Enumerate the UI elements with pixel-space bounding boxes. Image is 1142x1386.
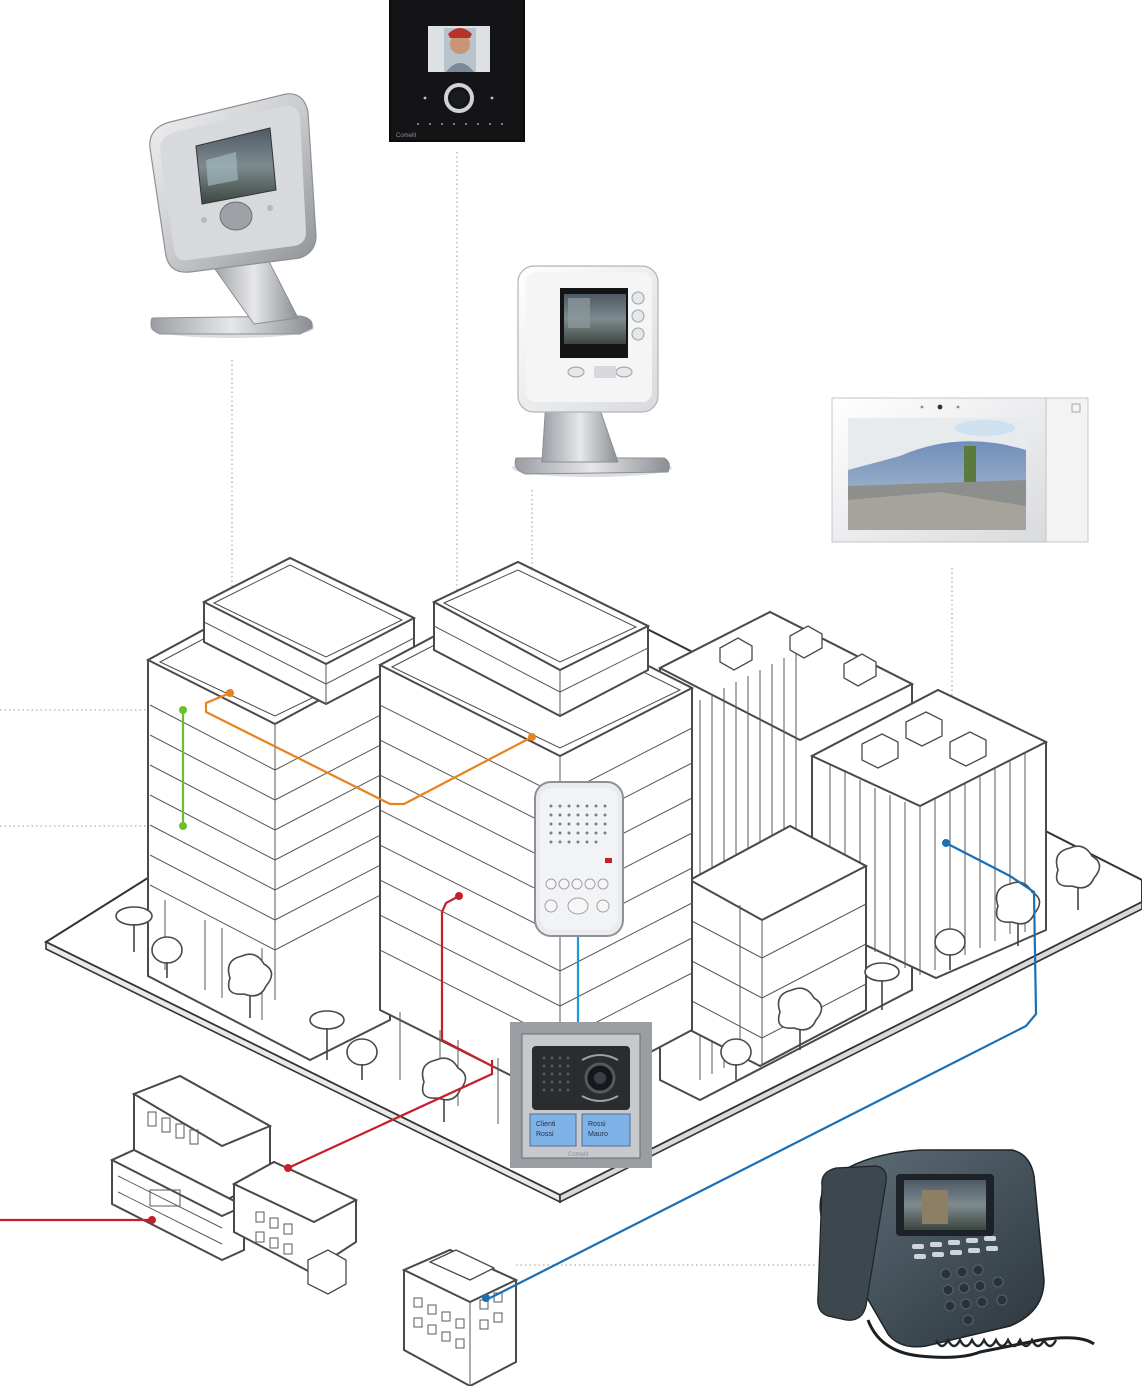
- black-glass-video-monitor[interactable]: Comelit: [389, 0, 525, 142]
- house-lower-left: [112, 1076, 356, 1294]
- door-panel-name-left-2: Rossi: [536, 1131, 554, 1138]
- video-desk-phone[interactable]: [818, 1150, 1094, 1357]
- wall-audio-handset[interactable]: [535, 782, 623, 936]
- wide-touchscreen-monitor[interactable]: [832, 398, 1088, 542]
- entrance-door-panel[interactable]: Clienti Rossi Rossi Mauro Comelit: [510, 1022, 652, 1168]
- desk-video-monitor-silver[interactable]: [150, 94, 316, 338]
- door-panel-brand: Comelit: [568, 1152, 589, 1158]
- door-panel-name-right-1: Rossi: [588, 1121, 606, 1128]
- desk-video-monitor-white[interactable]: [512, 266, 672, 477]
- door-panel-name-left-1: Clienti: [536, 1121, 556, 1128]
- monitor-brand-label: Comelit: [396, 133, 417, 139]
- door-panel-name-right-2: Mauro: [588, 1131, 608, 1138]
- office-small-bottom: [404, 1250, 516, 1386]
- building-left-tall: [148, 558, 414, 1060]
